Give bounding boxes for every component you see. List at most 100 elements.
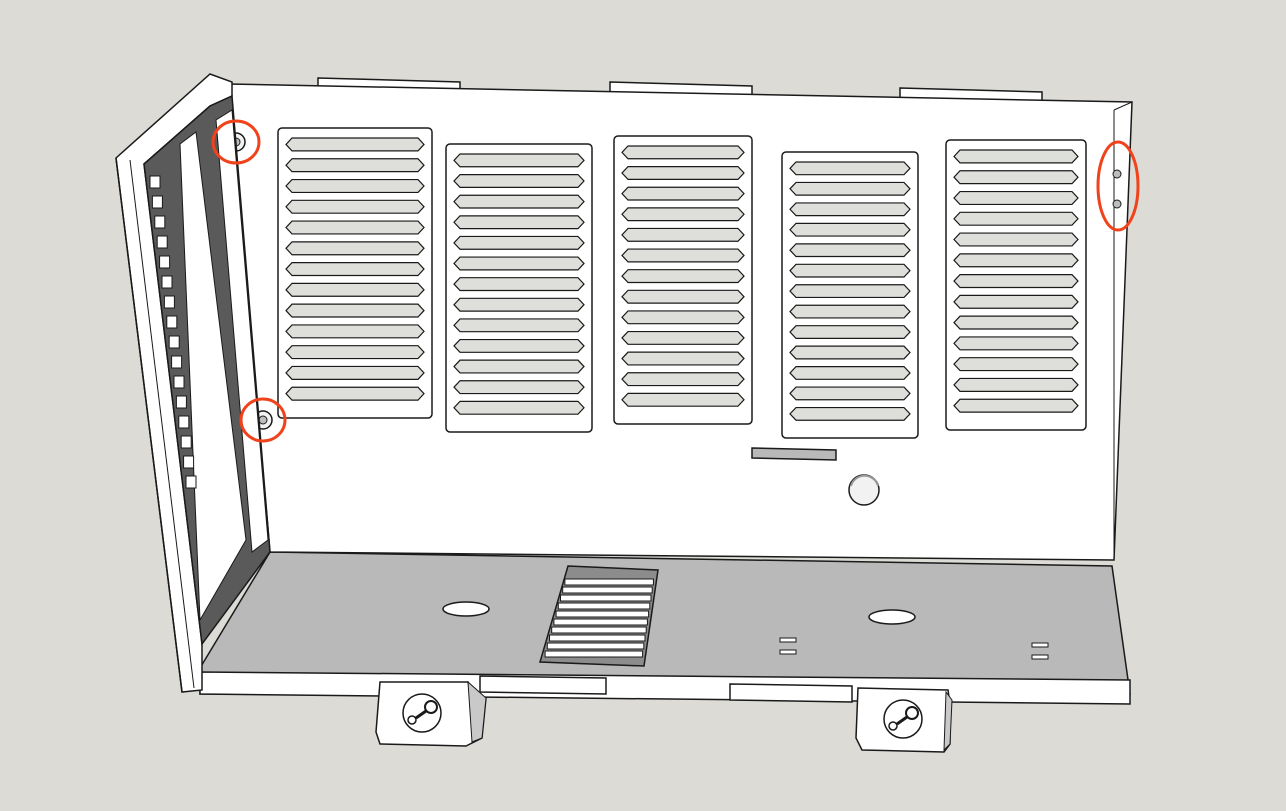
floor-vent-slot [555,610,650,618]
vent-slot [453,153,585,168]
vent-slot [453,235,585,250]
vent-slot [953,336,1079,351]
vent-slot [789,243,911,258]
highlight-mid-left-hole [239,397,287,443]
side-wall-slot [183,455,195,469]
vent-slot [621,351,745,366]
side-wall-slot [171,355,183,369]
vent-slot [953,232,1079,247]
vent-slot [953,253,1079,268]
side-wall-slot [161,275,173,289]
front-lip [479,675,853,703]
vent-slot [621,227,745,242]
side-wall-slot [154,215,166,229]
floor-vent-slot [557,602,651,610]
vent-slot [621,186,745,201]
side-wall-slot [168,335,180,349]
vent-slot [789,366,911,380]
vent-slot [789,263,911,278]
vent-slot [789,181,911,196]
vent-panel-4 [781,151,919,439]
side-wall-slot [149,175,161,189]
vent-panel-5 [945,139,1087,431]
vent-slot [285,262,425,277]
side-wall-slot [178,415,190,429]
vent-slot [285,324,425,339]
vent-slot [453,359,585,374]
vent-panels [277,127,1087,439]
vent-slot [285,282,425,297]
side-wall-slot [175,395,187,409]
vent-slot [453,277,585,292]
side-wall-slot [156,235,168,249]
vent-slot [285,158,425,173]
highlight-top-left-hole [211,119,261,165]
vent-slot [953,357,1079,372]
vent-slot [621,269,745,284]
vent-slot [789,222,911,237]
floor-vent [539,565,659,667]
side-wall-slot [166,315,178,329]
floor-vent-slot [562,586,653,594]
floor-vent-slot [551,626,647,634]
vent-slot [621,248,745,263]
side-wall-slot [163,295,175,309]
steam-logo-icon [402,693,442,733]
mount-tab-left [375,680,487,747]
vent-slot [285,178,425,194]
vent-slot [285,137,425,152]
annotation-highlights [211,119,1140,443]
vent-panel-1 [277,127,433,419]
vent-slot [285,386,425,401]
steam-logo-icon [883,699,923,739]
left-side-wall [115,73,271,693]
back-wall-features [751,447,880,506]
vent-slot [621,392,745,407]
vent-slot [789,202,911,217]
vent-slot [453,256,585,271]
vent-slot [789,325,911,339]
floor-vent-slot [553,618,648,626]
side-wall-slot [159,255,171,269]
vent-slot [285,303,425,318]
floor-plate [199,551,1131,705]
vent-slot [285,241,425,256]
vent-slot [789,304,911,319]
side-wall-slot [173,375,185,389]
side-wall-slots [149,175,197,489]
vent-slot [453,400,585,415]
vent-slot [453,215,585,230]
vent-slot [285,220,425,235]
vent-panel-2 [445,143,593,433]
floor-vent-slot [549,634,646,642]
vent-slot [953,149,1079,164]
vent-panel-3 [613,135,753,425]
vent-slot [953,294,1079,309]
vent-slot [953,211,1079,226]
floor-vent-slot [560,594,652,602]
vent-slot [953,274,1079,289]
vent-slot [453,380,585,395]
vent-slot [789,386,911,401]
vent-slot [789,345,911,360]
vent-slot [789,284,911,299]
vent-slot [621,166,745,180]
side-wall-slot [151,195,163,209]
vent-slot [621,289,745,304]
vent-slot [621,145,745,160]
vent-slot [453,194,585,209]
floor-vent-slot [544,650,644,658]
vent-slot [953,170,1079,185]
vent-slot [453,297,585,312]
vent-slot [953,377,1079,392]
floor-vent-slot [564,578,654,586]
vent-slot [621,330,745,345]
mount-tab-right [855,687,953,753]
vent-slot [621,372,745,387]
side-wall-slot [180,435,192,449]
vent-slot [953,315,1079,330]
vent-slot [453,174,585,188]
floor-slots [442,601,1049,660]
